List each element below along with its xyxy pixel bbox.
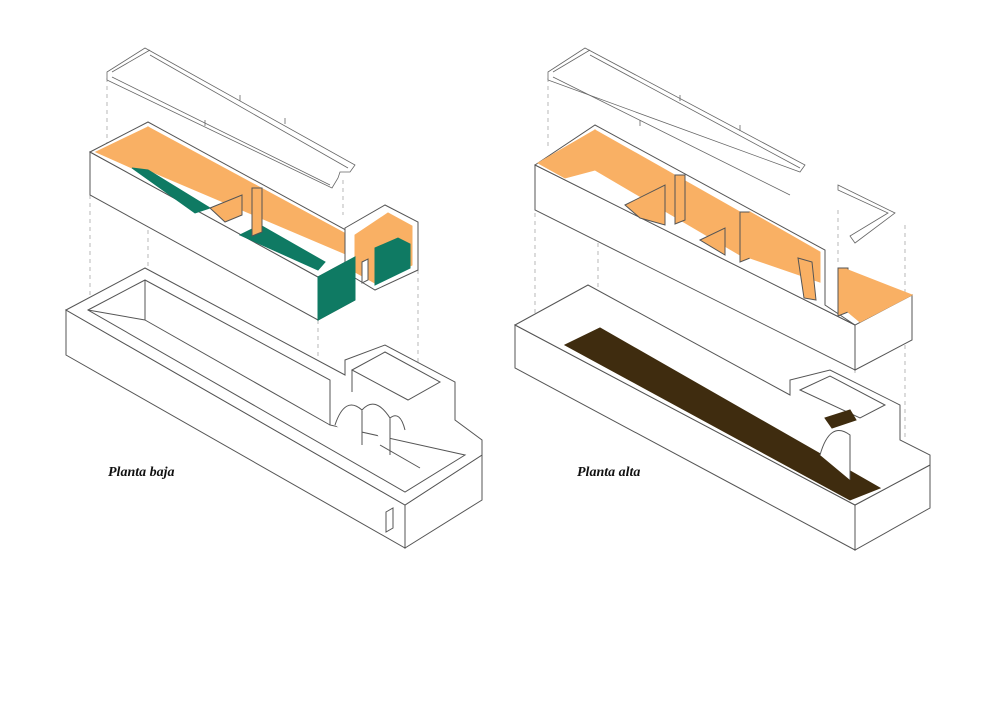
upper-floor-walls: [534, 124, 914, 371]
ground-floor-label: Planta baja: [108, 465, 175, 480]
upper-floor-base: [513, 284, 931, 551]
ground-floor-walls: [88, 121, 419, 321]
ground-floor-base: [64, 267, 483, 549]
upper-floor-label: Planta alta: [577, 465, 641, 480]
railing-left: [106, 47, 356, 189]
ground-floor-axonometric: [64, 47, 483, 549]
railing-right: [547, 47, 896, 244]
upper-floor-axonometric: [513, 47, 931, 551]
